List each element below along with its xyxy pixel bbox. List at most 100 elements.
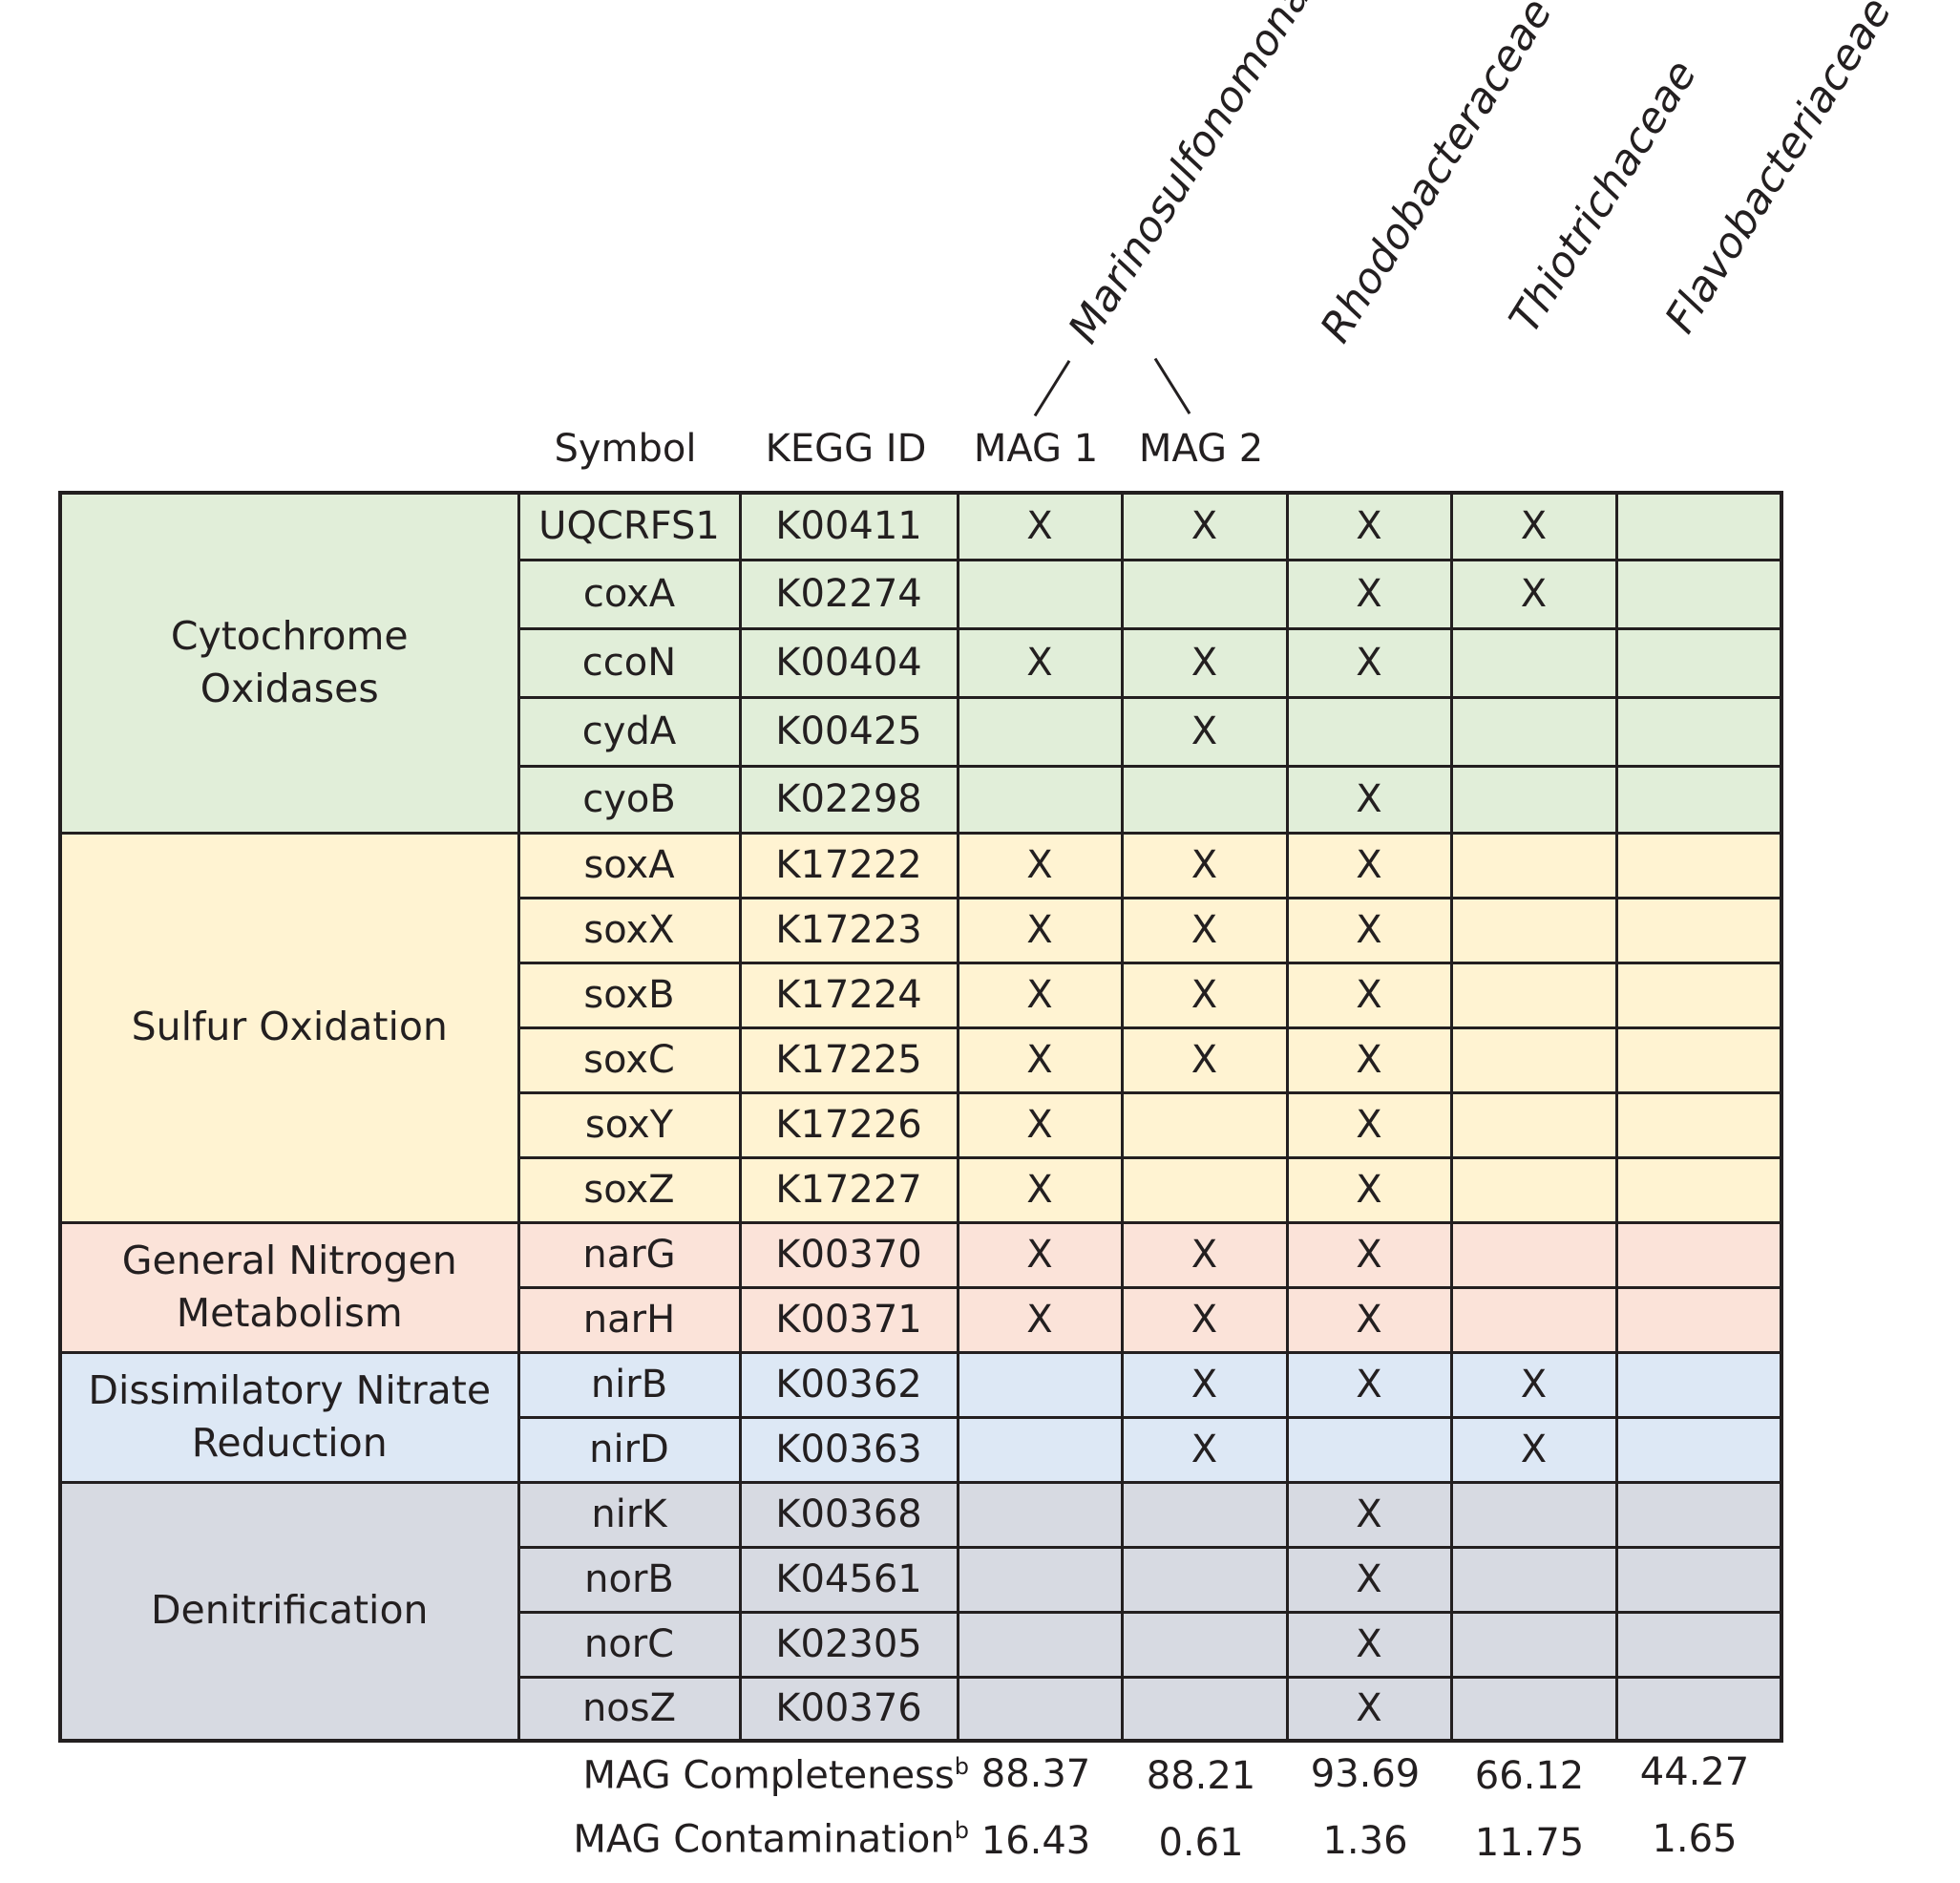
presence-cell-thiotrichaceae: X bbox=[1449, 1415, 1618, 1484]
kegg-id-cell: K17227 bbox=[738, 1155, 959, 1224]
presence-cell-mag1 bbox=[956, 1415, 1124, 1484]
presence-cell-mag1 bbox=[956, 1675, 1124, 1742]
presence-cell-rhodobacteraceae: X bbox=[1285, 1610, 1453, 1679]
category-label: Denitrification bbox=[58, 1480, 520, 1742]
kegg-id-cell: K02305 bbox=[738, 1610, 959, 1679]
presence-cell-flavobacteriaceae bbox=[1614, 491, 1783, 561]
presence-cell-mag1: X bbox=[956, 1220, 1124, 1289]
presence-cell-flavobacteriaceae bbox=[1614, 896, 1783, 964]
symbol-cell: ccoN bbox=[516, 626, 742, 699]
symbol-cell: UQCRFS1 bbox=[516, 491, 742, 561]
presence-cell-thiotrichaceae bbox=[1449, 831, 1618, 899]
completeness-label: MAG Completenessb bbox=[582, 1755, 969, 1794]
symbol-cell: narH bbox=[516, 1285, 742, 1354]
kegg-id-cell: K00370 bbox=[738, 1220, 959, 1289]
completeness-mag1: 88.37 bbox=[980, 1752, 1091, 1796]
footnote-b-contamination: b bbox=[954, 1817, 969, 1844]
kegg-id-cell: K17225 bbox=[738, 1026, 959, 1094]
presence-cell-flavobacteriaceae bbox=[1614, 1220, 1783, 1289]
taxon-marinosulfonomonas-label: Marinosulfonomonas bbox=[1059, 0, 1333, 352]
symbol-cell: norB bbox=[516, 1545, 742, 1614]
mag2-connector-line bbox=[1153, 357, 1191, 414]
presence-cell-thiotrichaceae: X bbox=[1449, 491, 1618, 561]
presence-cell-thiotrichaceae bbox=[1449, 764, 1618, 835]
symbol-cell: nirD bbox=[516, 1415, 742, 1484]
presence-cell-flavobacteriaceae bbox=[1614, 1090, 1783, 1159]
presence-cell-flavobacteriaceae bbox=[1614, 1155, 1783, 1224]
presence-cell-mag2: X bbox=[1120, 896, 1289, 964]
symbol-cell: soxB bbox=[516, 961, 742, 1029]
presence-cell-thiotrichaceae bbox=[1449, 1026, 1618, 1094]
symbol-cell: nirB bbox=[516, 1350, 742, 1419]
symbol-cell: narG bbox=[516, 1220, 742, 1289]
symbol-cell: coxA bbox=[516, 558, 742, 630]
completeness-flavobacteriaceae: 44.27 bbox=[1639, 1750, 1750, 1794]
presence-cell-thiotrichaceae bbox=[1449, 896, 1618, 964]
presence-cell-thiotrichaceae bbox=[1449, 961, 1618, 1029]
presence-cell-rhodobacteraceae: X bbox=[1285, 491, 1453, 561]
presence-cell-mag2 bbox=[1120, 1480, 1289, 1549]
presence-cell-thiotrichaceae bbox=[1449, 1675, 1618, 1742]
presence-cell-rhodobacteraceae: X bbox=[1285, 1285, 1453, 1354]
presence-cell-mag2: X bbox=[1120, 1220, 1289, 1289]
symbol-cell: norC bbox=[516, 1610, 742, 1679]
symbol-cell: nosZ bbox=[516, 1675, 742, 1742]
kegg-id-cell: K00376 bbox=[738, 1675, 959, 1742]
kegg-id-cell: K17223 bbox=[738, 896, 959, 964]
contamination-label-text: MAG Contamination bbox=[573, 1817, 955, 1862]
presence-cell-thiotrichaceae: X bbox=[1449, 558, 1618, 630]
presence-cell-mag2 bbox=[1120, 558, 1289, 630]
presence-cell-rhodobacteraceae bbox=[1285, 1415, 1453, 1484]
kegg-id-cell: K00362 bbox=[738, 1350, 959, 1419]
presence-cell-flavobacteriaceae bbox=[1614, 1415, 1783, 1484]
presence-cell-rhodobacteraceae: X bbox=[1285, 1220, 1453, 1289]
header-mag2: MAG 2 bbox=[1138, 427, 1264, 471]
presence-cell-flavobacteriaceae bbox=[1614, 1350, 1783, 1419]
contamination-thiotrichaceae: 11.75 bbox=[1474, 1821, 1585, 1865]
kegg-id-cell: K17222 bbox=[738, 831, 959, 899]
presence-cell-rhodobacteraceae bbox=[1285, 695, 1453, 768]
kegg-id-cell: K00368 bbox=[738, 1480, 959, 1549]
kegg-id-cell: K04561 bbox=[738, 1545, 959, 1614]
kegg-id-cell: K00404 bbox=[738, 626, 959, 699]
presence-cell-rhodobacteraceae: X bbox=[1285, 1155, 1453, 1224]
kegg-id-cell: K00371 bbox=[738, 1285, 959, 1354]
contamination-label: MAG Contaminationb bbox=[573, 1819, 969, 1858]
presence-cell-mag2: X bbox=[1120, 831, 1289, 899]
presence-cell-rhodobacteraceae: X bbox=[1285, 764, 1453, 835]
category-label: Dissimilatory Nitrate Reduction bbox=[58, 1350, 520, 1484]
presence-cell-mag2 bbox=[1120, 1155, 1289, 1224]
presence-cell-mag2: X bbox=[1120, 961, 1289, 1029]
category-label: General Nitrogen Metabolism bbox=[58, 1220, 520, 1354]
presence-cell-flavobacteriaceae bbox=[1614, 558, 1783, 630]
presence-cell-mag1: X bbox=[956, 896, 1124, 964]
contamination-mag1: 16.43 bbox=[980, 1819, 1091, 1863]
presence-cell-mag2: X bbox=[1120, 626, 1289, 699]
presence-cell-flavobacteriaceae bbox=[1614, 831, 1783, 899]
presence-cell-mag2 bbox=[1120, 1610, 1289, 1679]
kegg-id-cell: K17226 bbox=[738, 1090, 959, 1159]
presence-cell-mag1: X bbox=[956, 626, 1124, 699]
presence-cell-thiotrichaceae bbox=[1449, 1610, 1618, 1679]
taxon-marinosulfonomonas: Marinosulfonomonasa bbox=[1059, 0, 1338, 352]
presence-cell-rhodobacteraceae: X bbox=[1285, 1480, 1453, 1549]
symbol-cell: soxC bbox=[516, 1026, 742, 1094]
presence-cell-rhodobacteraceae: X bbox=[1285, 1350, 1453, 1419]
presence-cell-mag1: X bbox=[956, 491, 1124, 561]
presence-cell-mag1: X bbox=[956, 961, 1124, 1029]
completeness-mag2: 88.21 bbox=[1146, 1754, 1256, 1798]
symbol-cell: cyoB bbox=[516, 764, 742, 835]
presence-cell-flavobacteriaceae bbox=[1614, 1675, 1783, 1742]
presence-cell-rhodobacteraceae: X bbox=[1285, 896, 1453, 964]
presence-cell-rhodobacteraceae: X bbox=[1285, 1675, 1453, 1742]
presence-cell-flavobacteriaceae bbox=[1614, 1610, 1783, 1679]
presence-cell-mag1 bbox=[956, 764, 1124, 835]
